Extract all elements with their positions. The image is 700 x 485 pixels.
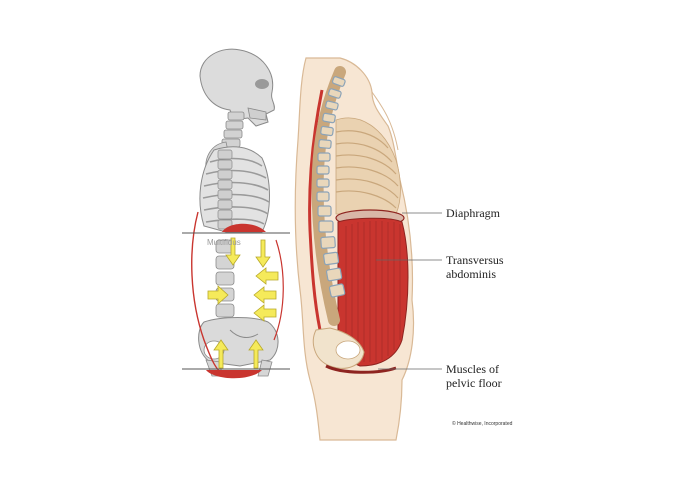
- spine-icon: [311, 66, 346, 326]
- copyright-credit: © Healthwise, Incorporated: [452, 421, 513, 427]
- pelvic-floor-cap: [206, 370, 262, 379]
- skeleton-icon: [198, 48, 279, 377]
- trunk-outline: [191, 211, 221, 373]
- abdominal-wall-outline: [273, 239, 284, 341]
- arrow-icon: [207, 237, 279, 369]
- label-diaphragm: Diaphragm: [446, 206, 500, 220]
- label-transversus-line2: abdominis: [446, 267, 496, 281]
- label-pelvic-line1: Muscles of: [446, 362, 499, 376]
- label-transversus-line1: Transversus: [446, 253, 504, 267]
- center-faint-label: Multifidus: [207, 238, 241, 247]
- label-pelvic-line2: pelvic floor: [446, 376, 502, 390]
- torso-illustration: [294, 57, 415, 441]
- diaphragm-cap: [222, 223, 266, 232]
